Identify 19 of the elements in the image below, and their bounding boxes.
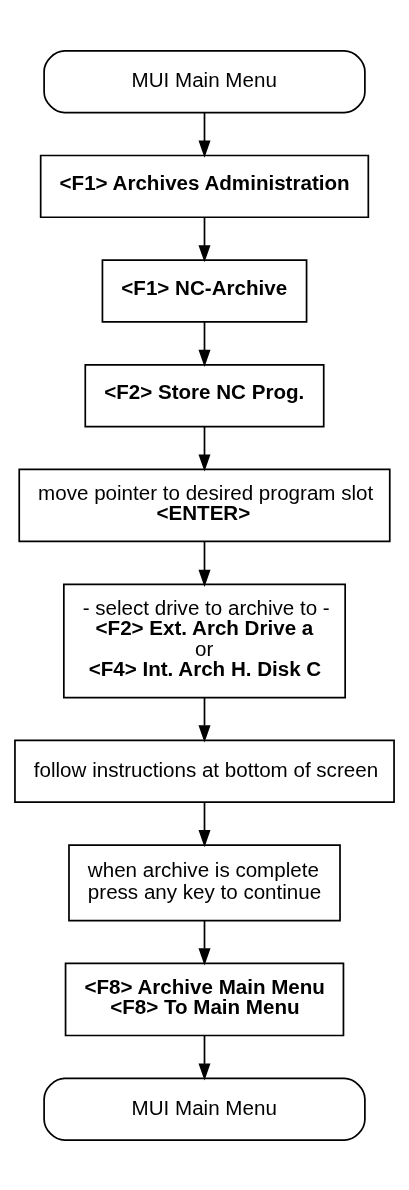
node-box: MUI Main Menu <box>43 1077 366 1141</box>
arrow <box>198 111 211 158</box>
arrow <box>198 540 211 587</box>
node-box: <F1> Archives Administration <box>39 154 370 218</box>
node-box: MUI Main Menu <box>43 49 366 113</box>
arrow <box>198 320 211 367</box>
arrow <box>198 919 211 966</box>
arrow <box>198 696 211 743</box>
node-box: follow instructions at bottom of screen <box>14 739 395 803</box>
arrow <box>198 801 211 847</box>
node-box: when archive is complete press any key to continue <box>68 843 341 921</box>
node-box: <F1> NC-Archive <box>101 258 308 323</box>
node-box: <F2> Store NC Prog. <box>84 363 325 427</box>
node-box: move pointer to desired program slot <ENTER> <box>18 468 391 542</box>
arrow <box>198 1034 211 1081</box>
node-box: <F8> Archive Main Menu <F8> To Main Menu <box>64 962 345 1036</box>
arrow <box>198 425 211 472</box>
node-box: - select drive to archive to - <F2> Ext. Arch Drive a or <F4> Int. Arch H. Disk C <box>63 583 347 698</box>
arrow <box>198 216 211 262</box>
